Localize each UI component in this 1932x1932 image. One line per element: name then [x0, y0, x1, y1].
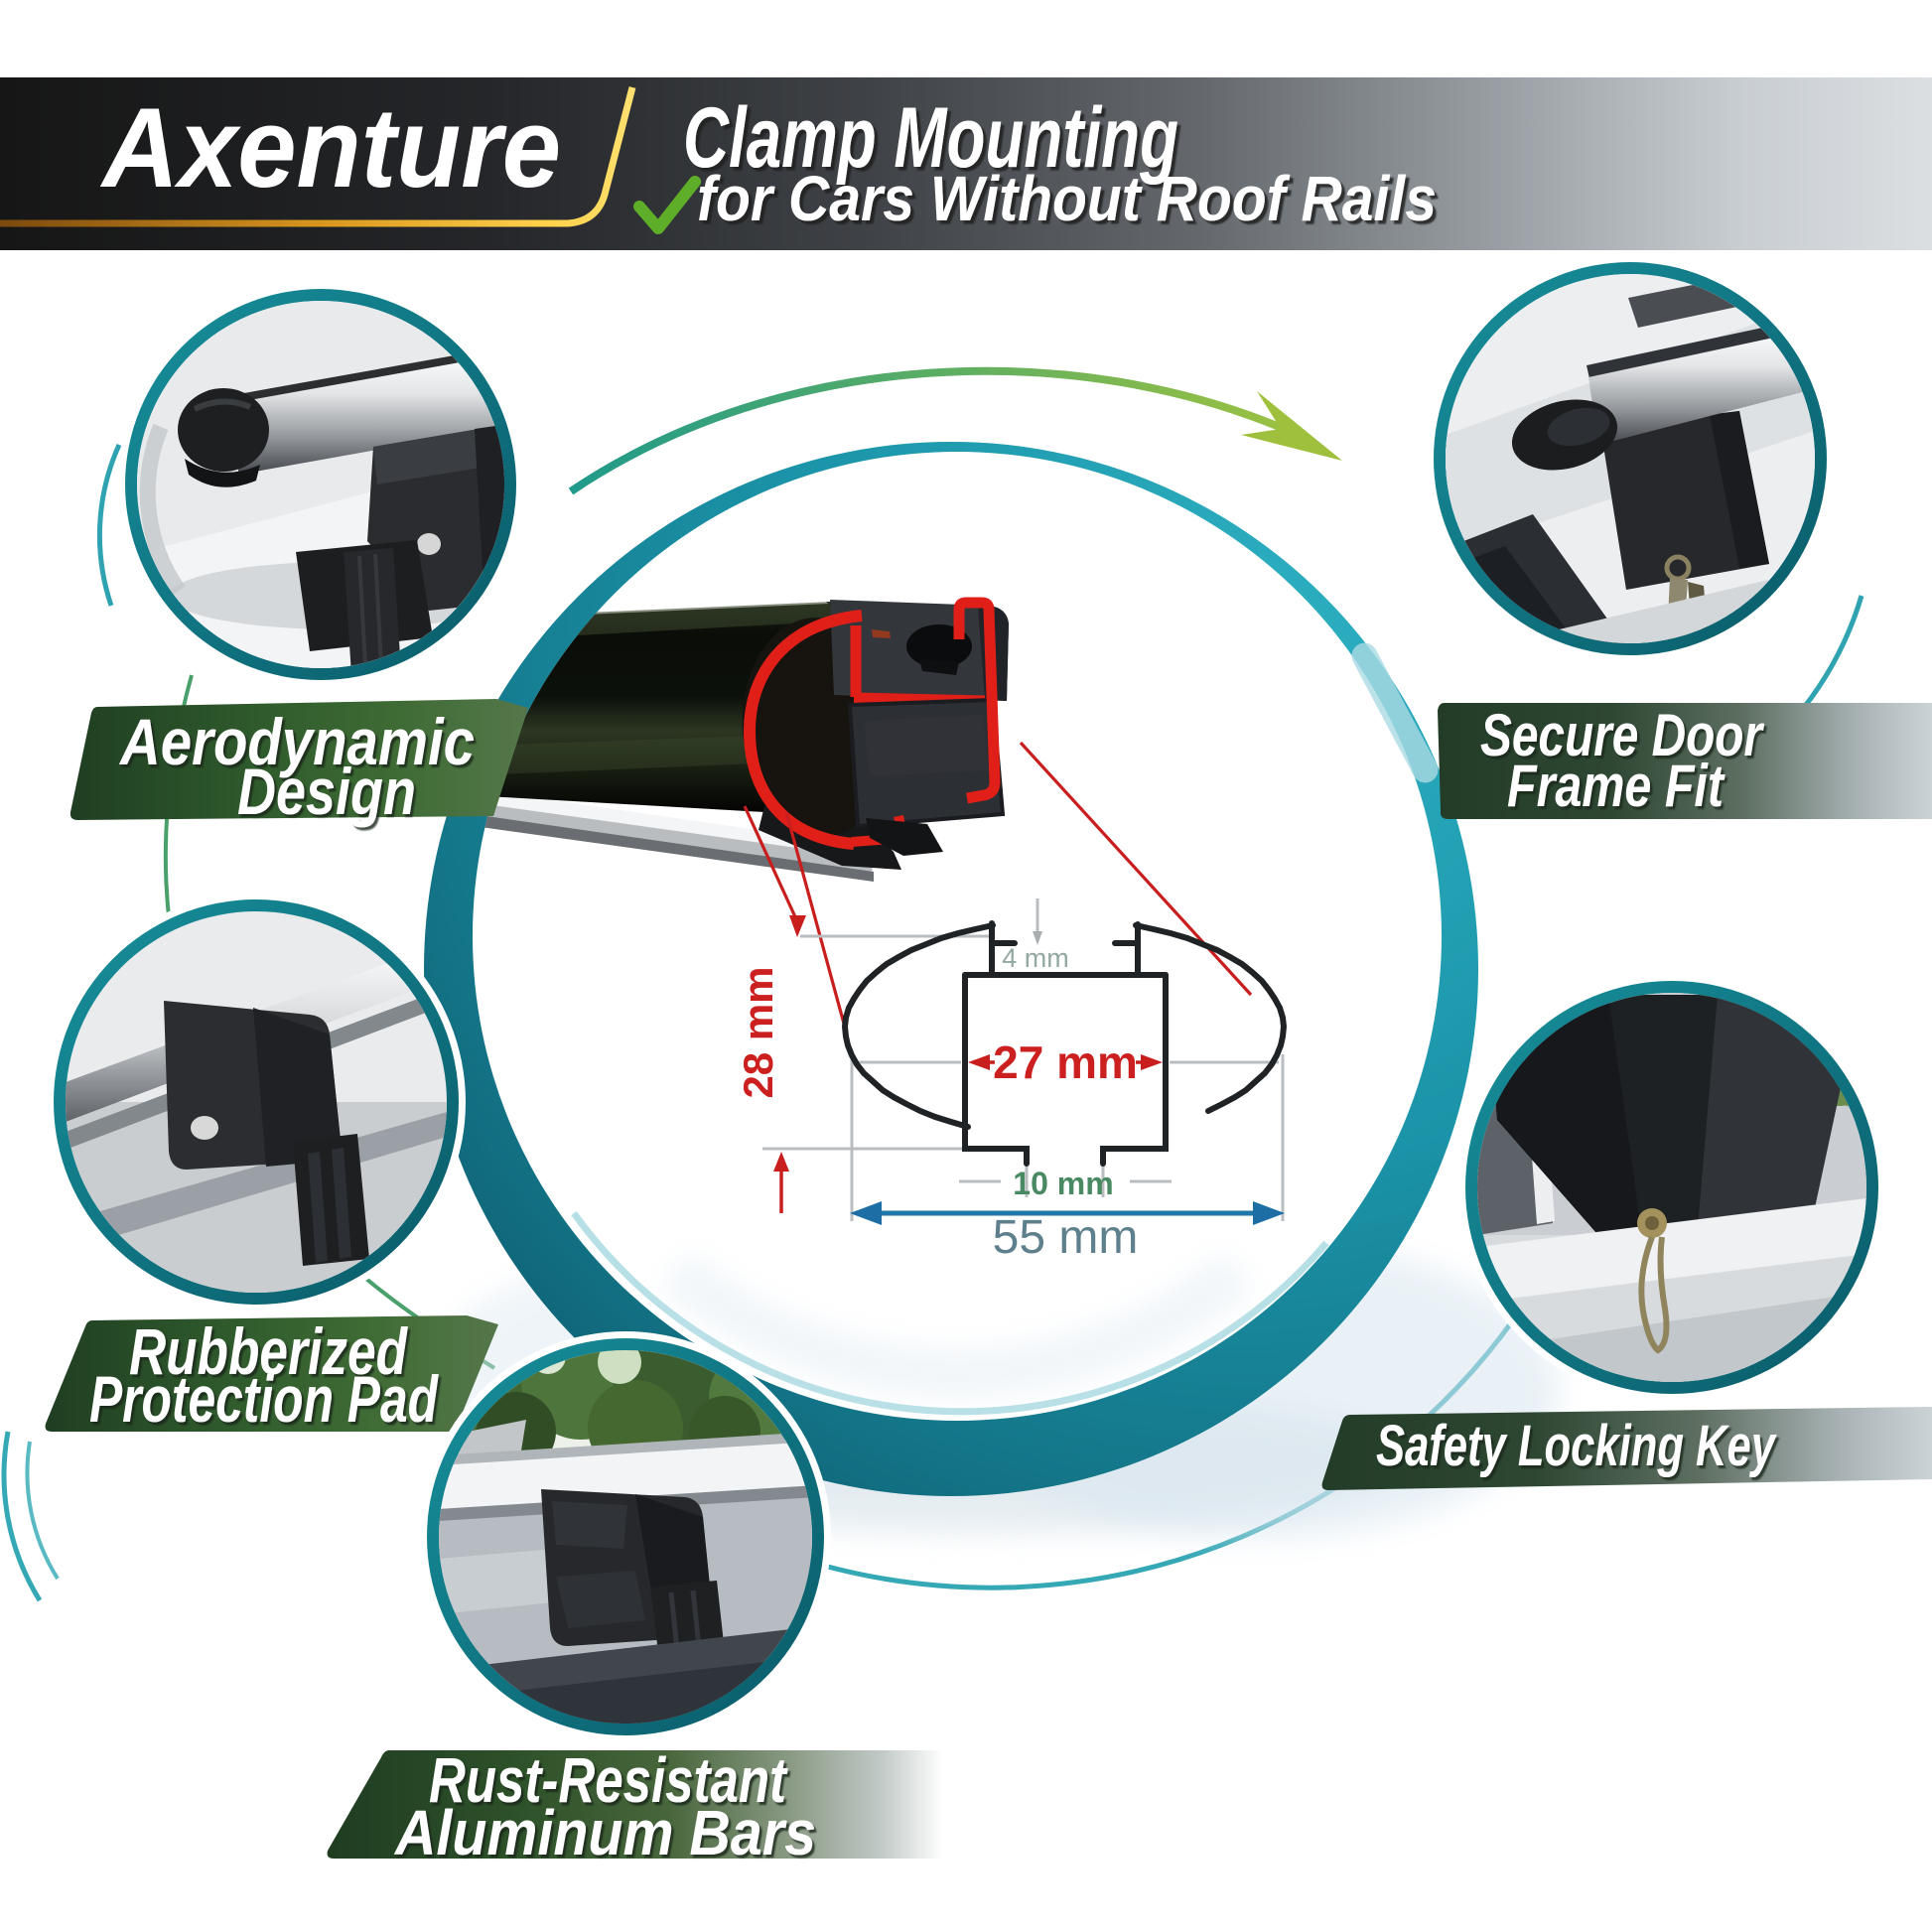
svg-text:Rubberized: Rubberized [129, 1314, 408, 1388]
svg-text:Axenture: Axenture [99, 85, 561, 211]
svg-text:Frame Fit: Frame Fit [1507, 753, 1725, 819]
svg-text:10 mm: 10 mm [1013, 1166, 1113, 1201]
svg-text:27 mm: 27 mm [993, 1036, 1138, 1088]
svg-text:Aluminum Bars: Aluminum Bars [393, 1797, 816, 1868]
svg-text:Protection Pad: Protection Pad [89, 1362, 439, 1436]
svg-text:Clamp Mounting: Clamp Mounting [683, 90, 1178, 186]
svg-text:for Cars Without Roof Rails: for Cars Without Roof Rails [697, 163, 1437, 234]
svg-text:Secure Door: Secure Door [1480, 702, 1765, 768]
svg-text:Safety Locking Key: Safety Locking Key [1376, 1414, 1777, 1478]
svg-text:28 mm: 28 mm [735, 966, 781, 1098]
svg-text:4 mm: 4 mm [1002, 943, 1069, 973]
svg-text:Rust-Resistant: Rust-Resistant [429, 1744, 788, 1816]
svg-text:Design: Design [237, 755, 416, 828]
svg-text:Aerodynamic: Aerodynamic [118, 705, 475, 778]
svg-text:55 mm: 55 mm [993, 1211, 1139, 1264]
